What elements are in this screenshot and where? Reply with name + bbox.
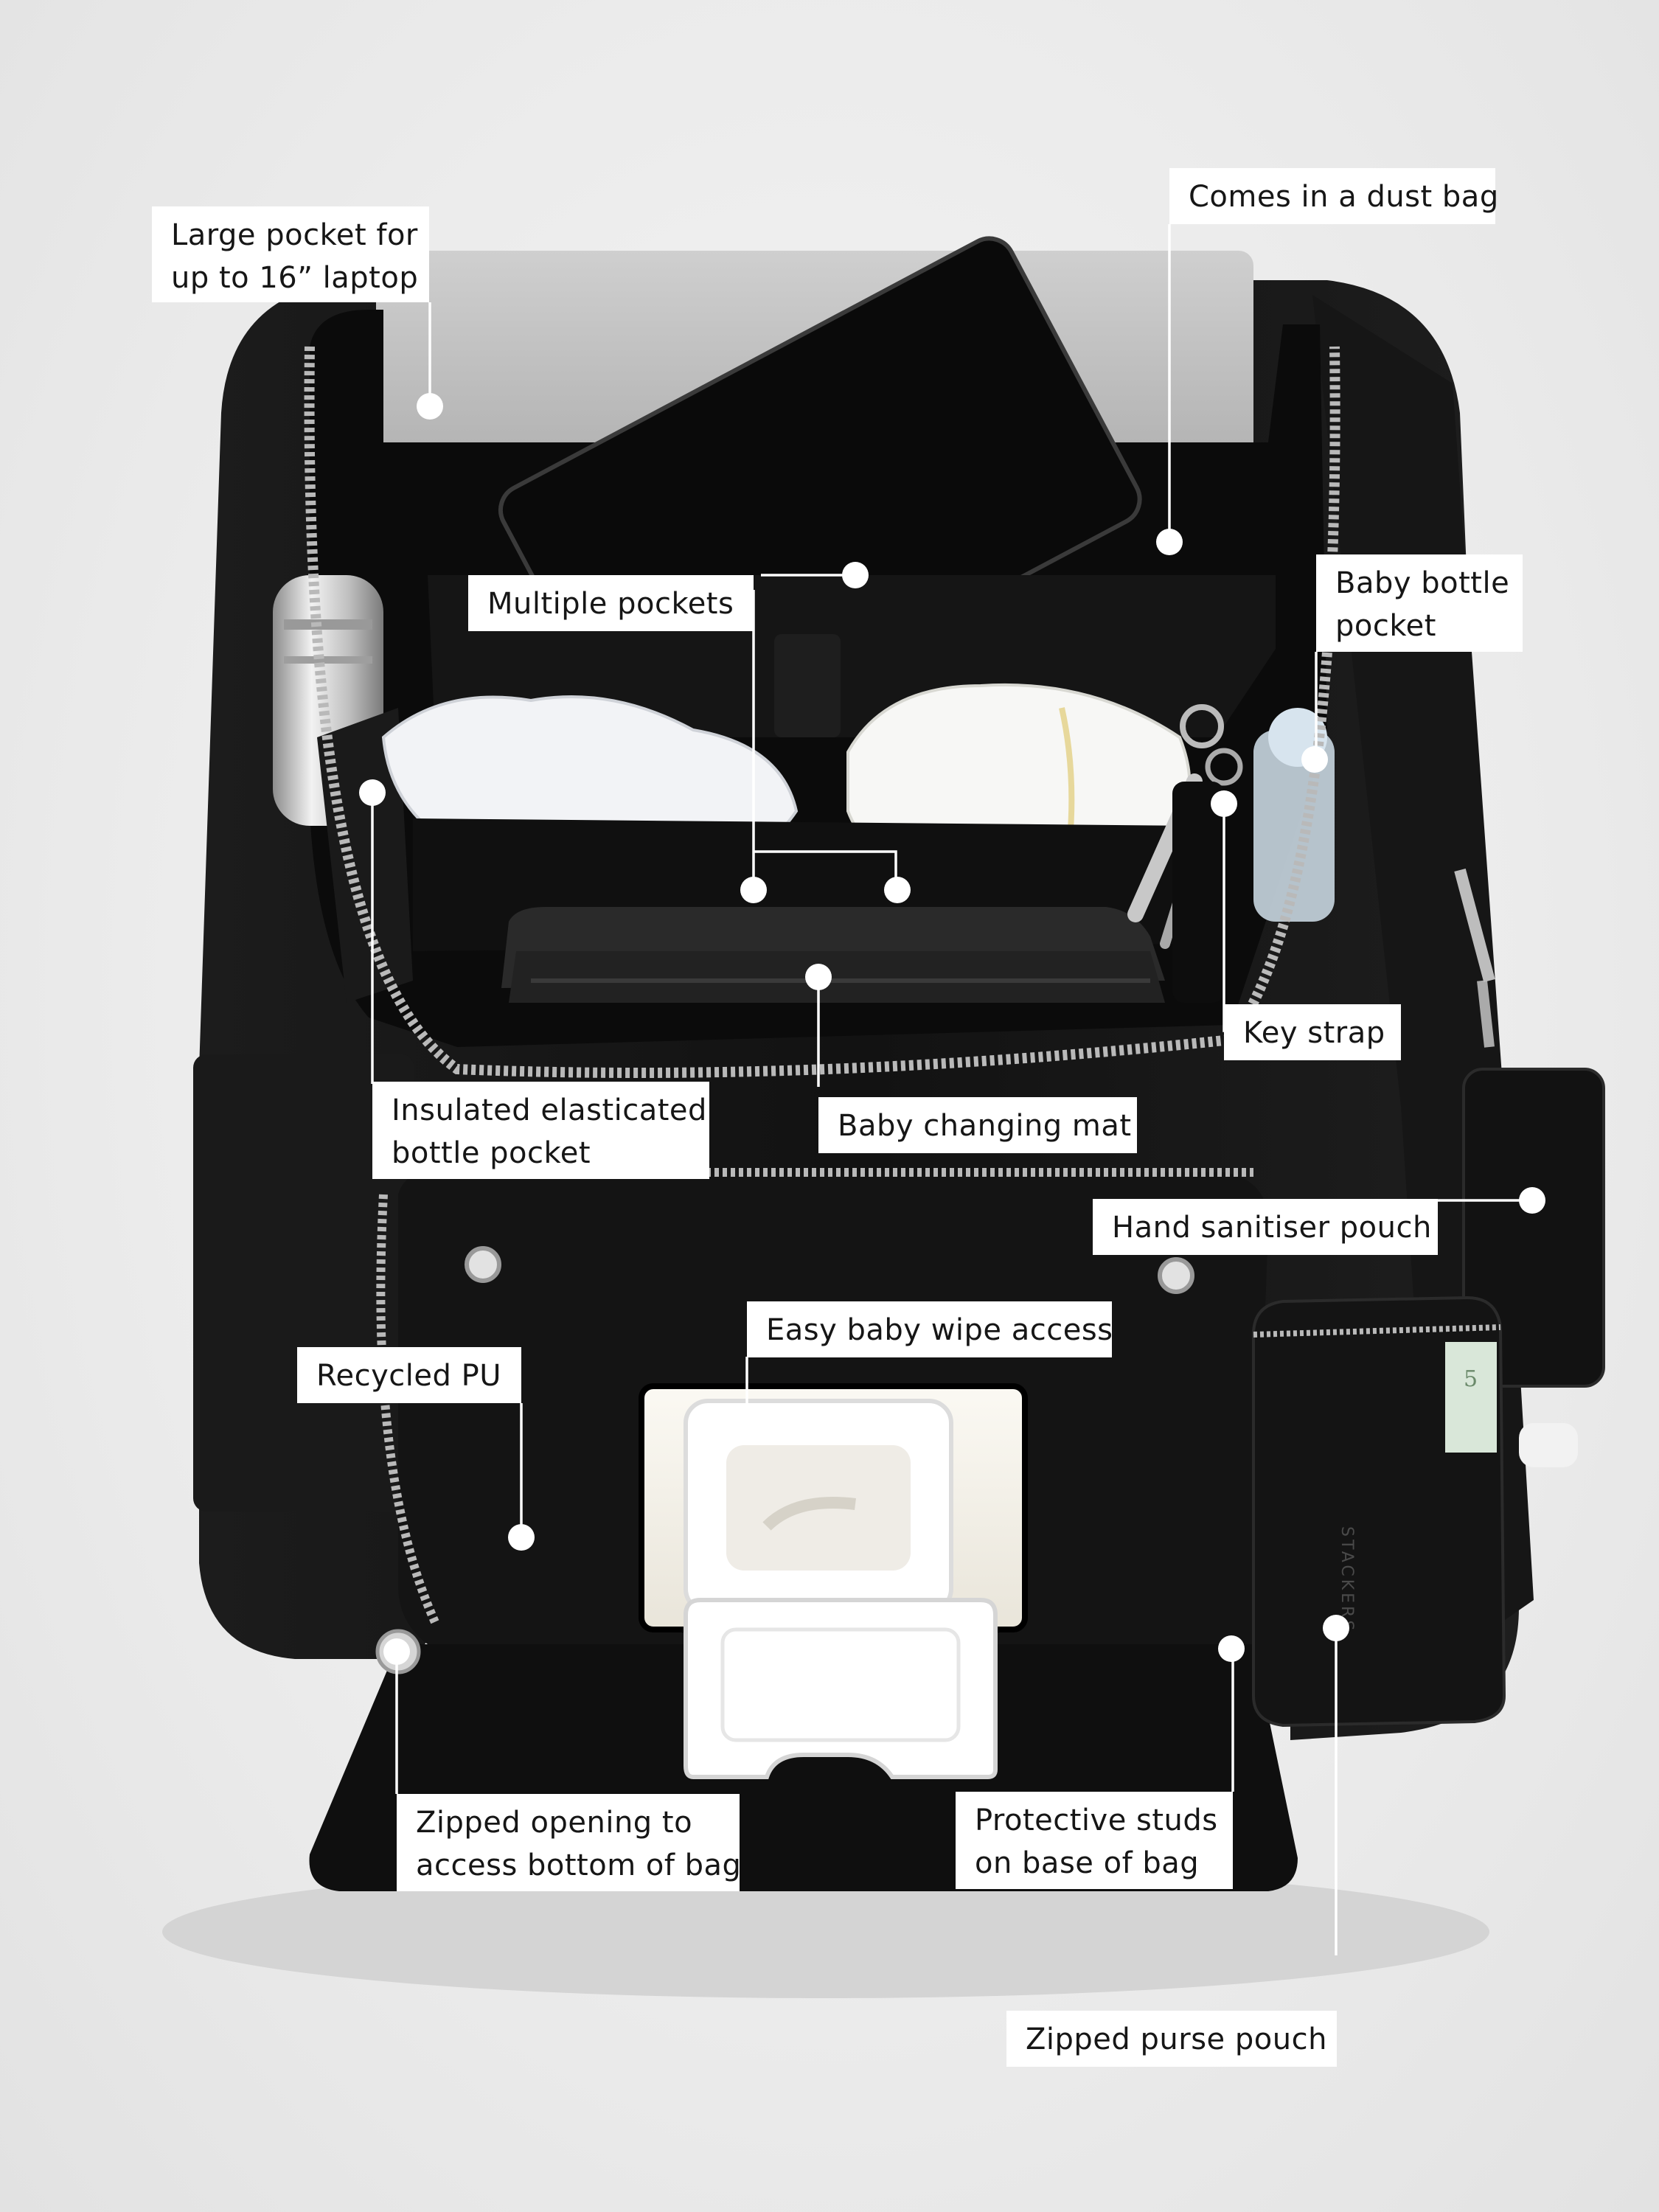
callout-baby-bottle-pocket-line1: Baby bottle	[1335, 566, 1510, 600]
main-zip	[304, 346, 1340, 1078]
callout-wipe-access-line1: Easy baby wipe access	[766, 1313, 1113, 1347]
leader-multiple-pockets-branch	[754, 850, 897, 888]
dot-dust-bag	[1156, 529, 1183, 555]
callout-dust-bag: Comes in a dust bag	[1169, 168, 1499, 224]
callout-zipped-opening: Zipped opening to access bottom of bag	[397, 1794, 742, 1891]
callout-hand-sanitiser: Hand sanitiser pouch	[1093, 1199, 1438, 1255]
callout-recycled-pu: Recycled PU	[297, 1347, 521, 1403]
magnetic-snap-left	[465, 1246, 501, 1283]
purse-pouch: STACKERS 5	[1252, 1295, 1506, 1728]
hand-sanitiser-pouch	[1462, 980, 1605, 1467]
bottle-sleeve	[317, 708, 413, 1003]
dot-changing-mat	[805, 964, 832, 990]
wipe-lid-open	[684, 1598, 998, 1779]
callout-baby-bottle-pocket-line2: pocket	[1335, 609, 1436, 643]
dot-key-strap	[1211, 790, 1237, 817]
dot-wipe-access	[734, 1408, 760, 1435]
callout-protective-studs-line2: on base of bag	[975, 1846, 1200, 1880]
dot-multiple-pockets-a	[740, 877, 767, 903]
clasp	[1454, 868, 1495, 983]
banknote-value: 5	[1464, 1366, 1478, 1392]
dot-purse-pouch	[1323, 1615, 1349, 1641]
changing-mat	[501, 907, 1165, 1003]
magnetic-snap-right	[1158, 1257, 1194, 1294]
dot-multiple-pockets	[842, 562, 869, 588]
dot-baby-bottle	[1301, 746, 1328, 773]
dot-insulated	[359, 779, 386, 806]
callout-hand-sanitiser-line1: Hand sanitiser pouch	[1112, 1211, 1432, 1245]
callout-dots	[359, 393, 1545, 1665]
callout-protective-studs: Protective studs on base of bag	[956, 1792, 1233, 1889]
callout-purse-pouch: Zipped purse pouch	[1006, 2011, 1337, 2067]
callout-changing-mat: Baby changing mat	[818, 1097, 1137, 1153]
callout-purse-pouch-line1: Zipped purse pouch	[1026, 2023, 1327, 2056]
dot-hand-sanitiser	[1519, 1187, 1545, 1214]
callout-insulated-bottle-line1: Insulated elasticated	[392, 1093, 707, 1127]
callout-wipe-access: Easy baby wipe access	[747, 1301, 1113, 1357]
front-zip	[376, 1168, 1253, 1624]
callout-zipped-opening-line1: Zipped opening to	[416, 1806, 693, 1840]
callout-multiple-pockets: Multiple pockets	[468, 575, 754, 631]
dot-multiple-pockets-b	[884, 877, 911, 903]
callout-key-strap-line1: Key strap	[1243, 1016, 1385, 1050]
callout-large-pocket-line2: up to 16” laptop	[171, 261, 419, 295]
pocket-divider-tab	[774, 634, 841, 737]
callout-insulated-bottle-line2: bottle pocket	[392, 1136, 591, 1170]
callout-baby-bottle-pocket: Baby bottle pocket	[1316, 554, 1523, 652]
callout-changing-mat-line1: Baby changing mat	[838, 1109, 1132, 1143]
dot-zipped-opening	[383, 1638, 410, 1665]
dot-protective-studs	[1218, 1635, 1245, 1662]
dot-large-pocket	[417, 393, 443, 420]
key-strap	[1172, 782, 1224, 1003]
callout-large-pocket-line1: Large pocket for	[171, 218, 418, 252]
callout-large-pocket: Large pocket for up to 16” laptop	[152, 206, 429, 302]
callout-multiple-pockets-line1: Multiple pockets	[487, 587, 734, 621]
callout-dust-bag-line1: Comes in a dust bag	[1189, 180, 1499, 214]
callout-recycled-pu-line1: Recycled PU	[316, 1359, 501, 1393]
callout-insulated-bottle: Insulated elasticated bottle pocket	[372, 1082, 709, 1179]
floor-shadow	[162, 1865, 1489, 1998]
callout-protective-studs-line1: Protective studs	[975, 1804, 1218, 1837]
callout-key-strap: Key strap	[1224, 1004, 1401, 1060]
dot-recycled-pu	[508, 1524, 535, 1551]
callout-zipped-opening-line2: access bottom of bag	[416, 1848, 742, 1882]
